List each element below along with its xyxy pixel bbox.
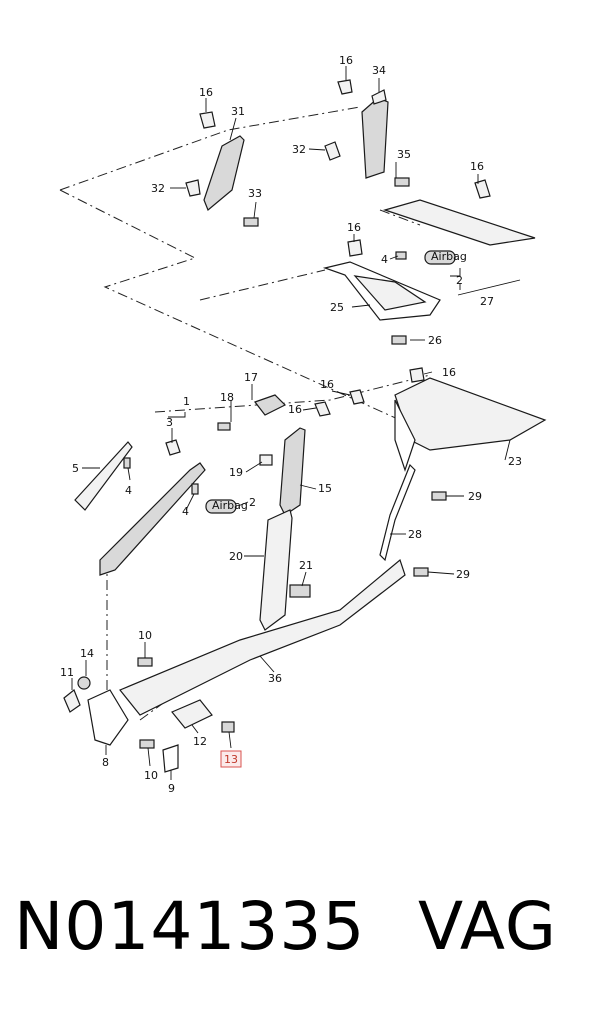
callout-16: 16 bbox=[347, 221, 361, 234]
callout-16: 16 bbox=[470, 160, 484, 173]
part-27-rear-shelf bbox=[382, 199, 536, 246]
callout-5: 5 bbox=[72, 462, 79, 475]
part-17-switch bbox=[254, 394, 287, 416]
airbag-badge-lower: Airbag bbox=[205, 499, 248, 514]
callout-4: 4 bbox=[125, 484, 132, 497]
callout-16: 16 bbox=[320, 378, 334, 391]
highlighted-callout-box bbox=[220, 750, 242, 768]
callout-32: 32 bbox=[292, 143, 306, 156]
part-21-block bbox=[289, 584, 311, 598]
callout-3: 3 bbox=[166, 416, 173, 429]
leader-lines bbox=[71, 66, 521, 780]
callout-32: 32 bbox=[151, 182, 165, 195]
clips bbox=[165, 79, 491, 456]
callout-10: 10 bbox=[138, 629, 152, 642]
airbag-badge-text: Airbag bbox=[212, 499, 248, 512]
callout-2: 2 bbox=[456, 274, 463, 287]
callout-29: 29 bbox=[456, 568, 470, 581]
callout-11: 11 bbox=[60, 666, 74, 679]
part-14-grommet bbox=[77, 676, 91, 690]
callout-16: 16 bbox=[442, 366, 456, 379]
callout-16: 16 bbox=[199, 86, 213, 99]
part-23-c-pillar-trim bbox=[394, 377, 547, 472]
exploded-parts-diagram: Airbag Airbag bbox=[59, 54, 547, 795]
brand-label: VAG bbox=[418, 888, 558, 965]
part-31-pillar-trim bbox=[203, 135, 245, 211]
callout-1: 1 bbox=[183, 395, 190, 408]
part-15-pillar-upper bbox=[279, 427, 306, 516]
callout-9: 9 bbox=[168, 782, 175, 795]
part-number-label: N0141335 bbox=[14, 888, 366, 965]
callout-8: 8 bbox=[102, 756, 109, 769]
callout-23: 23 bbox=[508, 455, 522, 468]
part-34-pillar-trim bbox=[361, 89, 389, 179]
part-11-clip bbox=[63, 689, 81, 713]
callout-13-highlighted: 13 bbox=[224, 753, 238, 766]
callout-27: 27 bbox=[480, 295, 494, 308]
callout-25: 25 bbox=[330, 301, 344, 314]
callout-20: 20 bbox=[229, 550, 243, 563]
callout-21: 21 bbox=[299, 559, 313, 572]
callout-31: 31 bbox=[231, 105, 245, 118]
assembly-outline bbox=[59, 106, 431, 721]
callout-36: 36 bbox=[268, 672, 282, 685]
callout-14: 14 bbox=[80, 647, 94, 660]
callout-19: 19 bbox=[229, 466, 243, 479]
callout-15: 15 bbox=[318, 482, 332, 495]
callout-4: 4 bbox=[381, 253, 388, 266]
airbag-badge-upper: Airbag bbox=[424, 250, 467, 265]
callout-12: 12 bbox=[193, 735, 207, 748]
part-28-seal-strip bbox=[379, 463, 416, 562]
callout-35: 35 bbox=[397, 148, 411, 161]
part-20-pillar-lower bbox=[259, 509, 293, 631]
callout-33: 33 bbox=[248, 187, 262, 200]
callout-29: 29 bbox=[468, 490, 482, 503]
part-9-cap bbox=[162, 744, 179, 773]
callout-labels: 16 34 16 31 32 35 16 32 33 16 4 2 27 25 … bbox=[60, 54, 522, 795]
part-36-door-sill bbox=[119, 558, 406, 716]
airbag-badge-text: Airbag bbox=[431, 250, 467, 263]
part-8-kick-panel bbox=[87, 689, 129, 746]
callout-34: 34 bbox=[372, 64, 386, 77]
callout-2: 2 bbox=[249, 496, 256, 509]
callout-28: 28 bbox=[408, 528, 422, 541]
part-12-clip bbox=[171, 699, 213, 729]
callout-10: 10 bbox=[144, 769, 158, 782]
part-19-clip bbox=[259, 454, 273, 466]
callout-26: 26 bbox=[428, 334, 442, 347]
callout-4: 4 bbox=[182, 505, 189, 518]
callout-18: 18 bbox=[220, 391, 234, 404]
part-5-bracket bbox=[74, 441, 133, 511]
callout-16: 16 bbox=[288, 403, 302, 416]
callout-17: 17 bbox=[244, 371, 258, 384]
callout-16: 16 bbox=[339, 54, 353, 67]
part-1-a-pillar-trim bbox=[99, 462, 206, 576]
part-25-window-trim bbox=[322, 261, 441, 321]
